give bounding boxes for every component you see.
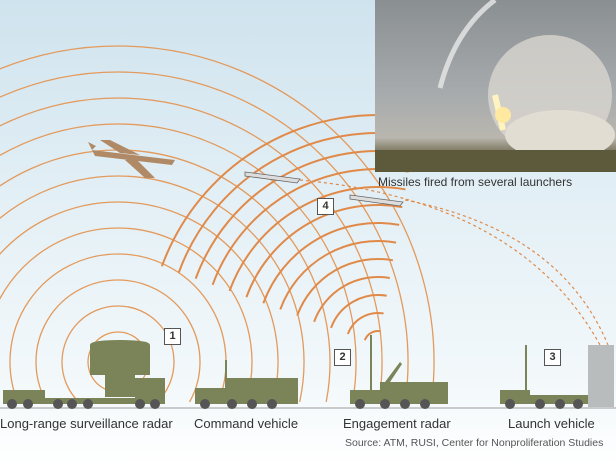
wheel <box>555 399 565 409</box>
wheel <box>400 399 410 409</box>
radar-wave <box>0 97 383 403</box>
wheel <box>200 399 210 409</box>
engagement-wave <box>296 258 394 316</box>
vehicles <box>3 335 614 409</box>
engagement-wave <box>160 114 419 267</box>
radar-wave <box>61 305 175 403</box>
engagement-wave <box>245 204 403 298</box>
wheel <box>573 399 583 409</box>
wheel <box>267 399 277 409</box>
surveillance-radar-vehicle <box>3 340 165 404</box>
marker-3: 3 <box>544 349 561 366</box>
engagement-wave <box>330 294 387 329</box>
label-launch-vehicle: Launch vehicle <box>508 416 595 431</box>
engagement-wave <box>313 276 390 323</box>
radar-wave <box>0 71 409 403</box>
missile-launch-photo <box>375 0 616 172</box>
radar-wave <box>9 253 227 403</box>
label-engagement-radar: Engagement radar <box>343 416 451 431</box>
marker-4: 4 <box>317 198 334 215</box>
radar-wave <box>0 175 305 403</box>
engagement-wave <box>177 132 415 273</box>
missile-path <box>299 179 601 346</box>
wheel <box>535 399 545 409</box>
engagement-wave <box>211 168 409 286</box>
marker-2: 2 <box>334 349 351 366</box>
photo-graphics <box>375 0 616 172</box>
wheel <box>420 399 430 409</box>
wheel <box>150 399 160 409</box>
missile-path-2 <box>404 199 609 346</box>
wheel <box>247 399 257 409</box>
marker-1: 1 <box>164 328 181 345</box>
wheel <box>135 399 145 409</box>
missile-icon <box>244 171 404 207</box>
radar-wave <box>0 45 435 403</box>
wheel <box>355 399 365 409</box>
engagement-wave <box>279 240 397 310</box>
label-command-vehicle: Command vehicle <box>194 416 299 431</box>
wheel <box>380 399 390 409</box>
engagement-wave <box>228 186 406 292</box>
radar-wave <box>0 123 357 403</box>
radar-wave <box>35 279 201 403</box>
command-vehicle <box>195 360 298 404</box>
wheel <box>23 399 33 409</box>
aircraft-icon <box>88 140 175 178</box>
label-surveillance-radar: Long-range surveillance radar <box>0 416 173 431</box>
engagement-wave <box>262 222 400 304</box>
wheel <box>505 399 515 409</box>
wheel <box>7 399 17 409</box>
engagement-radar-waves <box>160 114 419 341</box>
engagement-wave <box>363 330 381 341</box>
radar-wave <box>0 227 253 403</box>
engagement-wave <box>346 312 384 335</box>
wheel <box>227 399 237 409</box>
photo-caption: Missiles fired from several launchers <box>378 175 573 189</box>
wheel <box>53 399 63 409</box>
wheel <box>83 399 93 409</box>
source-note: Source: ATM, RUSI, Center for Nonprolife… <box>345 437 604 449</box>
wheel <box>67 399 77 409</box>
radar-wave <box>0 201 279 403</box>
